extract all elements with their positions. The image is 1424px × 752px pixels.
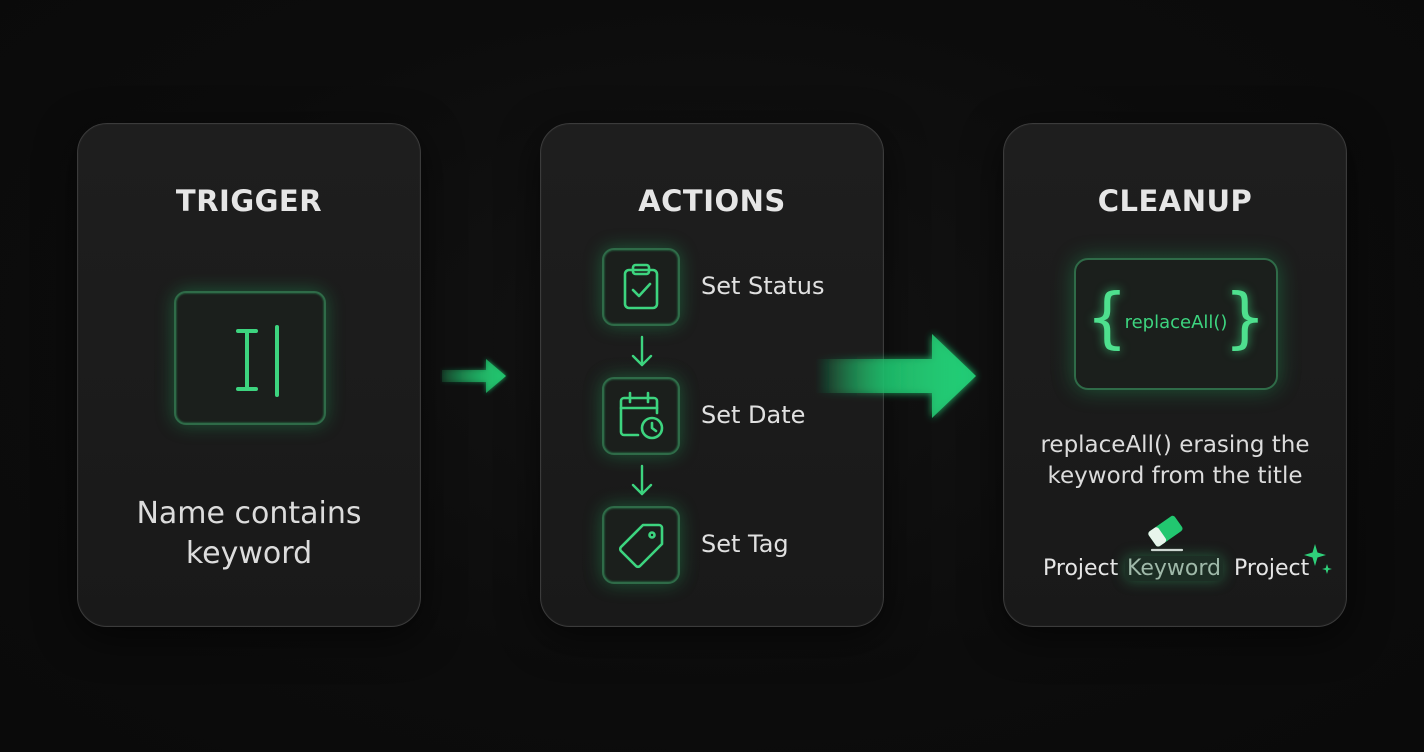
action-label: Set Status xyxy=(701,272,825,300)
actions-title: ACTIONS xyxy=(638,184,786,218)
action-item: Set Date xyxy=(602,377,862,455)
sparkle-icon xyxy=(1304,544,1332,574)
left-brace-icon: { xyxy=(1086,279,1128,356)
tag-icon xyxy=(602,506,680,584)
cleanup-description-line: replaceAll() erasing the xyxy=(1040,432,1310,458)
cleanup-card: CLEANUP { replaceAll() } replaceAll() er… xyxy=(1003,123,1347,627)
action-label: Set Tag xyxy=(701,530,789,558)
trigger-description-line: Name contains xyxy=(136,496,362,531)
right-brace-icon: } xyxy=(1224,279,1266,356)
action-item: Set Tag xyxy=(602,506,862,584)
title-example: Project Keyword Project xyxy=(1004,556,1346,586)
trigger-title: TRIGGER xyxy=(175,184,323,218)
calendar-clock-icon xyxy=(602,377,680,455)
eraser-icon xyxy=(1148,515,1184,552)
cleanup-title: CLEANUP xyxy=(1097,184,1253,218)
cleanup-description: replaceAll() erasing the keyword from th… xyxy=(1004,430,1346,492)
right-arrow-icon xyxy=(816,334,976,418)
title-word: Project xyxy=(1043,556,1119,581)
clipboard-check-icon xyxy=(602,248,680,326)
down-arrow-icon xyxy=(631,335,653,367)
action-item: Set Status xyxy=(602,248,862,326)
trigger-description: Name contains keyword xyxy=(78,494,420,574)
title-word: Project xyxy=(1234,556,1310,581)
text-cursor-icon xyxy=(174,291,326,425)
erased-keyword: Keyword xyxy=(1125,556,1223,581)
trigger-card: TRIGGER Name contains keyword xyxy=(77,123,421,627)
code-function: replaceAll() xyxy=(1124,312,1228,333)
action-label: Set Date xyxy=(701,401,806,429)
trigger-description-line: keyword xyxy=(185,536,313,571)
cleanup-description-line: keyword from the title xyxy=(1047,463,1303,489)
right-arrow-icon xyxy=(442,359,506,393)
code-block: { replaceAll() } xyxy=(1074,258,1278,390)
down-arrow-icon xyxy=(631,464,653,496)
